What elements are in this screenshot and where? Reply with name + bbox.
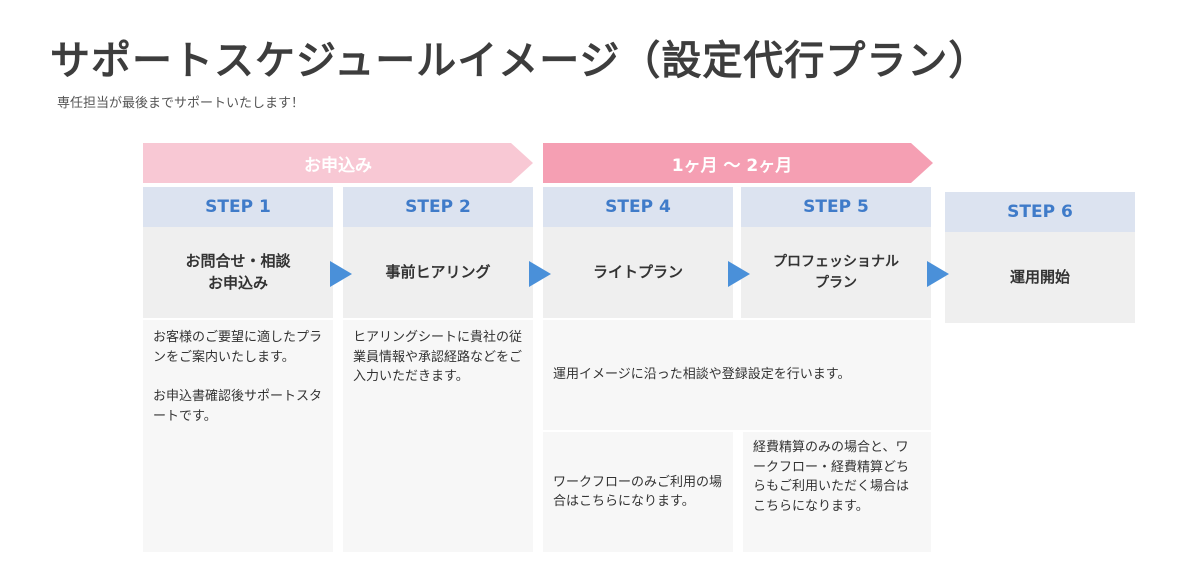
description-text: 運用イメージに沿った相談や登録設定を行います。 [553, 367, 851, 383]
step-name-line: お問合せ・相談 [185, 251, 291, 270]
page-title: サポートスケジュールイメージ（設定代行プラン） [50, 38, 990, 84]
description-text: 経費精算のみの場合と、ワークフロー・経費精算どちらもご利用いただく場合はこちらに… [753, 440, 910, 514]
step-5-header: STEP 5 [741, 187, 931, 227]
step-1-header: STEP 1 [143, 187, 333, 227]
step-2-name: 事前ヒアリング [343, 227, 533, 318]
step-1-name: お問合せ・相談 お申込み [143, 227, 333, 318]
step-4-name: ライトプラン [543, 227, 733, 318]
description-text: お申込書確認後サポートスタートです。 [153, 389, 323, 424]
step-6-name: 運用開始 [945, 232, 1135, 323]
step-5-name: プロフェッショナル プラン [741, 227, 931, 318]
step-2-header: STEP 2 [343, 187, 533, 227]
description-text: ワークフローのみご利用の場合はこちらになります。 [553, 474, 723, 510]
step-4-5-shared-description: 運用イメージに沿った相談や登録設定を行います。 [543, 320, 931, 430]
step-name-line: ライトプラン [592, 262, 683, 281]
arrow-right-icon [330, 261, 352, 287]
step-4-header: STEP 4 [543, 187, 733, 227]
arrow-right-icon [529, 261, 551, 287]
step-6-header: STEP 6 [945, 192, 1135, 232]
page-subtitle: 専任担当が最後までサポートいたします！ [57, 96, 305, 111]
step-1-description: お客様のご要望に適したプランをご案内いたします。 お申込書確認後サポートスタート… [143, 320, 333, 552]
step-name-line: 事前ヒアリング [385, 262, 491, 281]
description-text: ヒアリングシートに貴社の従業員情報や承認経路などをご入力いただきます。 [353, 330, 523, 384]
arrow-right-icon [728, 261, 750, 287]
phase-banner-duration: 1ヶ月 〜 2ヶ月 [543, 143, 933, 183]
step-4-description: ワークフローのみご利用の場合はこちらになります。 [543, 432, 733, 552]
step-2-description: ヒアリングシートに貴社の従業員情報や承認経路などをご入力いただきます。 [343, 320, 533, 552]
step-name-line: 運用開始 [1009, 267, 1070, 286]
arrow-right-icon [927, 261, 949, 287]
description-text: お客様のご要望に適したプランをご案内いたします。 [153, 330, 323, 365]
phase-label: 1ヶ月 〜 2ヶ月 [671, 155, 793, 176]
step-5-description: 経費精算のみの場合と、ワークフロー・経費精算どちらもご利用いただく場合はこちらに… [743, 432, 931, 552]
step-name-line: プロフェッショナル [773, 254, 899, 271]
phase-label: お申込み [304, 155, 372, 176]
step-name-line: お申込み [207, 273, 268, 292]
phase-banner-application: お申込み [143, 143, 533, 183]
step-name-line: プラン [815, 274, 857, 291]
